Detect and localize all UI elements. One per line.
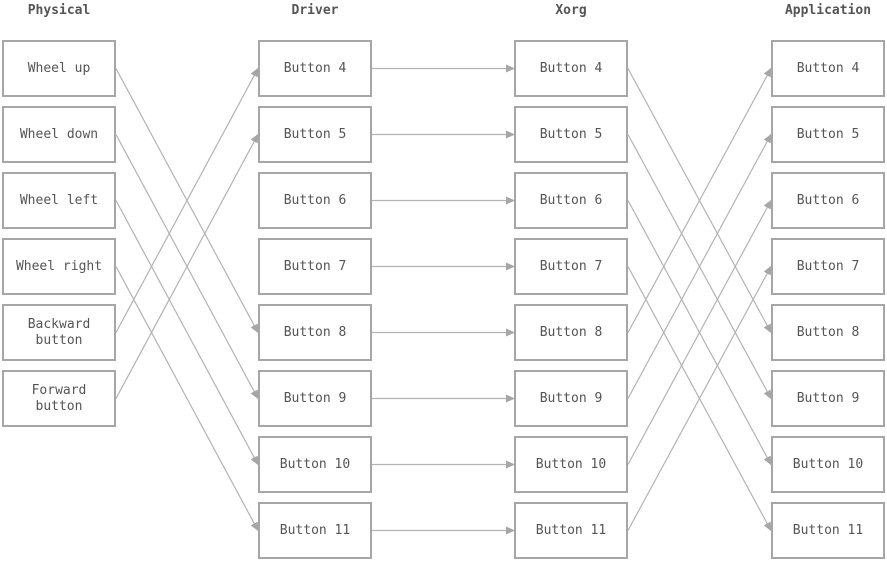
- driver-node-button-5: Button 5: [258, 106, 372, 163]
- driver-node-button-9: Button 9: [258, 370, 372, 427]
- connector-xorg-button-8-to-application-button-4: [627, 67, 772, 333]
- driver-node-button-8: Button 8: [258, 304, 372, 361]
- column-title-driver: Driver: [291, 3, 339, 18]
- connector-physical-forward-button-to-driver-button-5: [115, 133, 259, 399]
- xorg-node-button-7: Button 7: [514, 238, 628, 295]
- xorg-node-button-8: Button 8: [514, 304, 628, 361]
- application-node-button-7: Button 7: [771, 238, 885, 295]
- xorg-node-button-11: Button 11: [514, 502, 628, 559]
- driver-node-button-4: Button 4: [258, 40, 372, 97]
- column-title-xorg: Xorg: [555, 3, 587, 18]
- connector-physical-backward-button-to-driver-button-4: [115, 67, 259, 333]
- application-node-button-9: Button 9: [771, 370, 885, 427]
- connector-physical-wheel-left-to-driver-button-10: [115, 200, 259, 466]
- application-node-button-8: Button 8: [771, 304, 885, 361]
- physical-node-wheel-left: Wheel left: [2, 172, 116, 229]
- application-node-button-11: Button 11: [771, 502, 885, 559]
- connector-physical-wheel-right-to-driver-button-11: [115, 266, 259, 532]
- xorg-node-button-4: Button 4: [514, 40, 628, 97]
- driver-node-button-7: Button 7: [258, 238, 372, 295]
- physical-node-wheel-up: Wheel up: [2, 40, 116, 97]
- connector-xorg-button-11-to-application-button-7: [627, 265, 772, 531]
- physical-node-backward-button: Backward button: [2, 304, 116, 361]
- application-node-button-4: Button 4: [771, 40, 885, 97]
- driver-node-button-11: Button 11: [258, 502, 372, 559]
- xorg-node-button-6: Button 6: [514, 172, 628, 229]
- application-node-button-10: Button 10: [771, 436, 885, 493]
- physical-node-wheel-right: Wheel right: [2, 238, 116, 295]
- column-title-physical: Physical: [27, 3, 91, 18]
- physical-node-forward-button: Forward button: [2, 370, 116, 427]
- xorg-node-button-10: Button 10: [514, 436, 628, 493]
- connector-xorg-button-10-to-application-button-6: [627, 199, 772, 465]
- xorg-node-button-9: Button 9: [514, 370, 628, 427]
- application-node-button-6: Button 6: [771, 172, 885, 229]
- driver-node-button-10: Button 10: [258, 436, 372, 493]
- column-title-application: Application: [784, 3, 872, 18]
- application-node-button-5: Button 5: [771, 106, 885, 163]
- xorg-node-button-5: Button 5: [514, 106, 628, 163]
- connector-xorg-button-9-to-application-button-5: [627, 133, 772, 399]
- physical-node-wheel-down: Wheel down: [2, 106, 116, 163]
- driver-node-button-6: Button 6: [258, 172, 372, 229]
